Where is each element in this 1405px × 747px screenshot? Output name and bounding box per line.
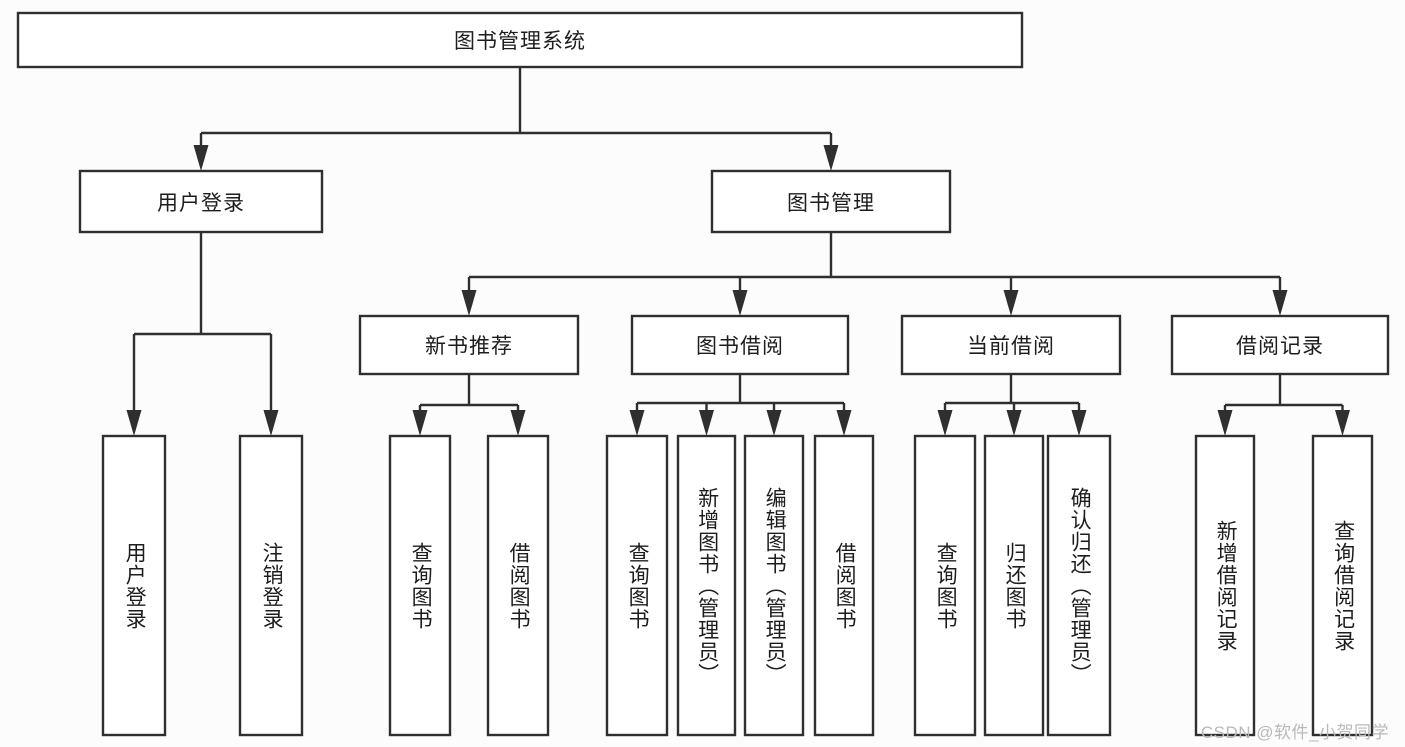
arrow-head-icon — [461, 290, 477, 316]
node-box-root[interactable] — [16, 11, 1024, 69]
arrow-head-icon — [510, 410, 526, 436]
arrow-head-icon — [732, 290, 748, 316]
arrow-head-icon — [766, 410, 782, 436]
node-box-book-manage[interactable] — [710, 169, 952, 234]
connector-group-root — [193, 67, 839, 171]
node-box-new-book-recommend[interactable] — [358, 314, 580, 376]
node-box-user-login[interactable] — [78, 169, 324, 234]
arrow-head-icon — [263, 410, 279, 436]
arrow-head-icon — [823, 145, 839, 171]
arrow-head-icon — [629, 410, 645, 436]
node-box-rec-borrow-book[interactable] — [486, 434, 550, 737]
node-box-rec-query-book[interactable] — [388, 434, 452, 737]
node-box-borrow-add-book[interactable] — [676, 434, 737, 737]
node-box-current-borrow[interactable] — [900, 314, 1122, 376]
arrow-head-icon — [836, 410, 852, 436]
connector-group-borrow-record — [1217, 374, 1350, 436]
connector-group-book-borrow — [629, 374, 852, 436]
arrow-head-icon — [937, 410, 953, 436]
node-box-cur-return-book[interactable] — [983, 434, 1045, 737]
node-box-borrow-record[interactable] — [1170, 314, 1390, 376]
arrow-head-icon — [1006, 410, 1022, 436]
node-box-leaf-user-login[interactable] — [101, 434, 167, 737]
node-box-book-borrow[interactable] — [630, 314, 850, 376]
arrow-head-icon — [699, 410, 714, 436]
node-box-leaf-logout[interactable] — [238, 434, 304, 737]
node-box-rec-query-record[interactable] — [1311, 434, 1374, 737]
arrow-head-icon — [1071, 410, 1087, 436]
node-box-borrow-lend-book[interactable] — [813, 434, 875, 737]
node-box-borrow-edit-book[interactable] — [743, 434, 805, 737]
edge-layer — [126, 67, 1350, 436]
arrow-head-icon — [1272, 290, 1288, 316]
arrow-head-icon — [126, 410, 142, 436]
connector-group-new-book-recommend — [412, 374, 526, 436]
connector-group-current-borrow — [937, 374, 1087, 436]
connector-group-user-login — [126, 232, 279, 436]
connector-group-book-manage — [461, 232, 1288, 316]
node-box-cur-query-book[interactable] — [913, 434, 977, 737]
arrow-head-icon — [412, 410, 428, 436]
arrow-head-icon — [1003, 290, 1019, 316]
node-layer — [16, 11, 1390, 737]
arrow-head-icon — [1217, 410, 1233, 436]
arrow-head-icon — [193, 145, 209, 171]
node-box-borrow-query-book[interactable] — [605, 434, 669, 737]
node-box-cur-confirm-return[interactable] — [1046, 434, 1112, 737]
node-box-rec-add-record[interactable] — [1194, 434, 1256, 737]
arrow-head-icon — [1335, 410, 1350, 436]
